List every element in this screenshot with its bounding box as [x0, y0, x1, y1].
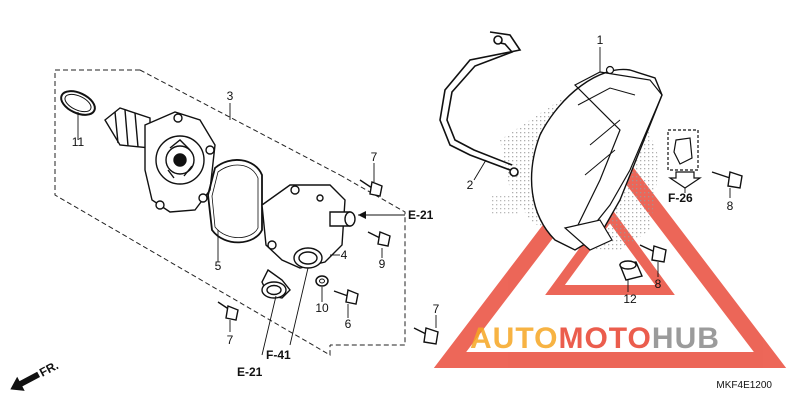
bolt-7-bottom [413, 327, 439, 345]
assembly-outline [54, 69, 406, 356]
front-direction-indicator: FR. [10, 358, 61, 391]
shading-patch [490, 195, 520, 215]
bolt-6 [333, 289, 359, 305]
ref-e21-top: E-21 [408, 208, 434, 222]
ref-f41: F-41 [266, 348, 291, 362]
bracket-2 [439, 31, 522, 177]
water-pump-3 [104, 107, 216, 213]
cover-1 [500, 65, 663, 251]
front-label: FR. [37, 358, 61, 379]
callout-4: 4 [341, 248, 348, 262]
watermark-logo [433, 136, 787, 368]
collar-12 [619, 260, 643, 281]
callout-1: 1 [597, 33, 604, 47]
o-ring-11 [60, 90, 96, 116]
callout-2: 2 [467, 178, 474, 192]
e21-arrow-icon [358, 211, 366, 219]
bolt-9 [367, 231, 391, 247]
callout-5: 5 [215, 259, 222, 273]
watermark-part3: HUB [652, 322, 720, 355]
callout-7-top: 7 [371, 150, 378, 164]
callout-3: 3 [227, 89, 234, 103]
callout-numbers: 1 2 3 4 5 6 7 7 7 8 8 9 10 11 12 [72, 33, 734, 347]
ref-f26: F-26 [668, 191, 693, 205]
bolt-7-top [359, 179, 383, 197]
callout-8-lower: 8 [655, 277, 662, 291]
ref-e21-bottom: E-21 [237, 365, 263, 379]
watermark-part2: MOTO [558, 322, 651, 355]
bolt-8-right [711, 171, 743, 189]
bolt-7-left [217, 301, 239, 321]
callout-7-bottom: 7 [433, 302, 440, 316]
callout-6: 6 [345, 317, 352, 331]
clip-part [667, 129, 699, 171]
watermark-part1: AUTO [470, 322, 558, 355]
watermark-text: AUTOMOTOHUB [470, 322, 720, 355]
bolt-8-lower [639, 244, 667, 263]
reference-labels: E-21 E-21 F-41 F-26 [237, 191, 693, 379]
diagram-code: MKF4E1200 [716, 380, 772, 391]
callout-11: 11 [72, 135, 85, 149]
f26-arrow-icon [668, 171, 702, 189]
leader-lines [77, 47, 731, 356]
callout-12: 12 [623, 292, 637, 306]
callout-8-right: 8 [727, 199, 734, 213]
gasket-5 [207, 159, 263, 244]
washer-10 [315, 275, 329, 287]
callout-7-left: 7 [227, 333, 234, 347]
callout-9: 9 [379, 257, 386, 271]
pump-cover-4 [261, 184, 356, 299]
callout-10: 10 [315, 301, 329, 315]
bolts [217, 171, 743, 345]
